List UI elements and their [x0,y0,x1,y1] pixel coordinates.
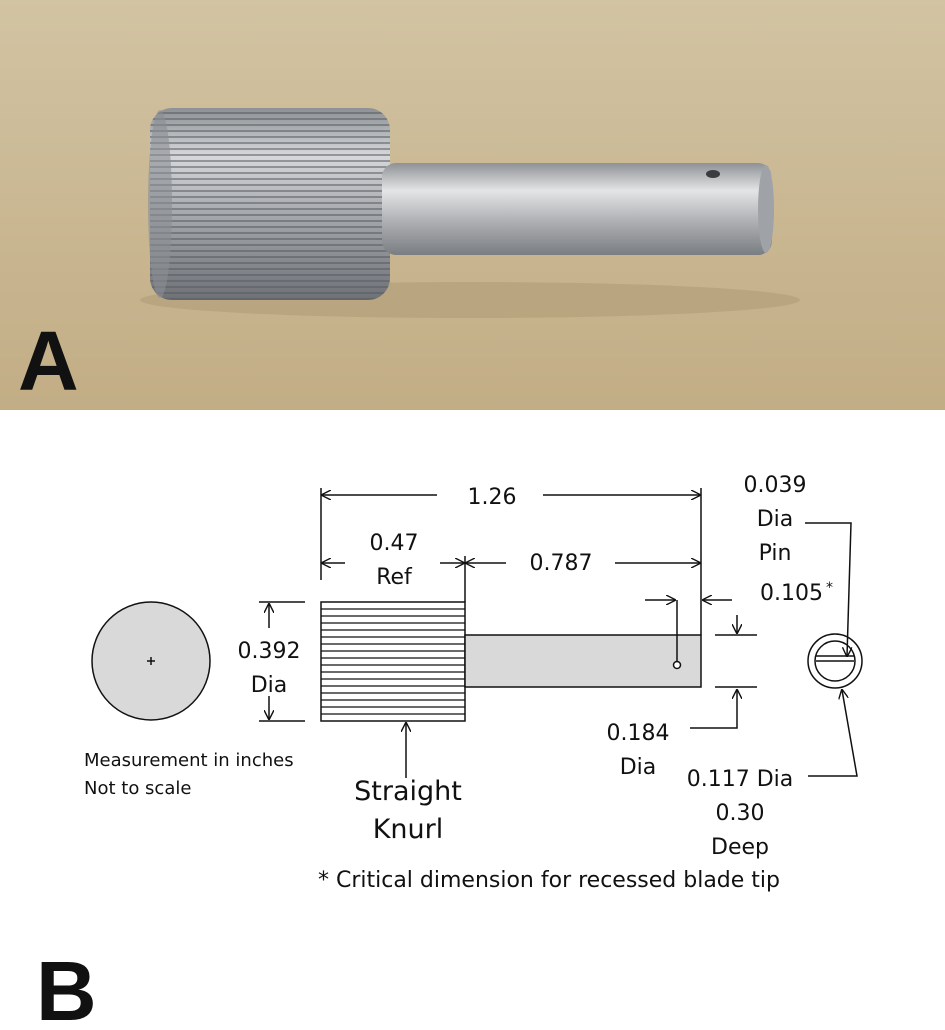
dim-pin-offset-asterisk: * [826,580,833,596]
critical-dimension-note: * Critical dimension for recessed blade … [318,868,780,893]
dim-pin-diameter-label: Dia [757,507,794,532]
pin-hole [706,170,720,178]
dim-overall-length: 1.26 [468,485,517,510]
shaft [382,163,774,255]
panel-label-b: B [36,944,97,1026]
dim-knurl-diameter-label: Dia [251,673,288,698]
drawing-panel: 1.26 0.47 Ref 0.787 0.392 Dia 0.039 Dia … [0,410,945,1030]
dim-recess-depth: 0.30 [716,801,765,826]
dim-pin-diameter: 0.039 [744,473,807,498]
photo-panel: A [0,0,945,410]
knurl-note-line-2: Knurl [373,814,444,845]
dim-pin-offset: 0.105 [760,581,823,606]
dim-knurl-length: 0.47 [370,531,419,556]
dim-shaft-diameter-label: Dia [620,755,657,780]
scale-note: Not to scale [84,778,191,799]
dim-recess-depth-label: Deep [711,835,769,860]
tool-photo: A [0,0,945,410]
knurled-head [148,108,390,300]
dim-shaft-diameter: 0.184 [607,721,670,746]
center-mark [147,657,155,665]
technical-drawing: 1.26 0.47 Ref 0.787 0.392 Dia 0.039 Dia … [36,473,863,1030]
dim-pin-label: Pin [759,541,792,566]
knurl-note-line-1: Straight [354,776,462,807]
shaft-body [464,634,702,688]
dim-knurl-length-ref: Ref [376,565,413,590]
pin-hole-mark [672,660,682,670]
units-note: Measurement in inches [84,750,294,771]
dim-shaft-length: 0.787 [530,551,593,576]
dim-knurl-diameter: 0.392 [238,639,301,664]
dim-recess-diameter: 0.117 Dia [687,767,794,792]
knurl-body [320,601,466,722]
panel-label-a: A [18,314,79,408]
knurl-lines [321,608,465,715]
